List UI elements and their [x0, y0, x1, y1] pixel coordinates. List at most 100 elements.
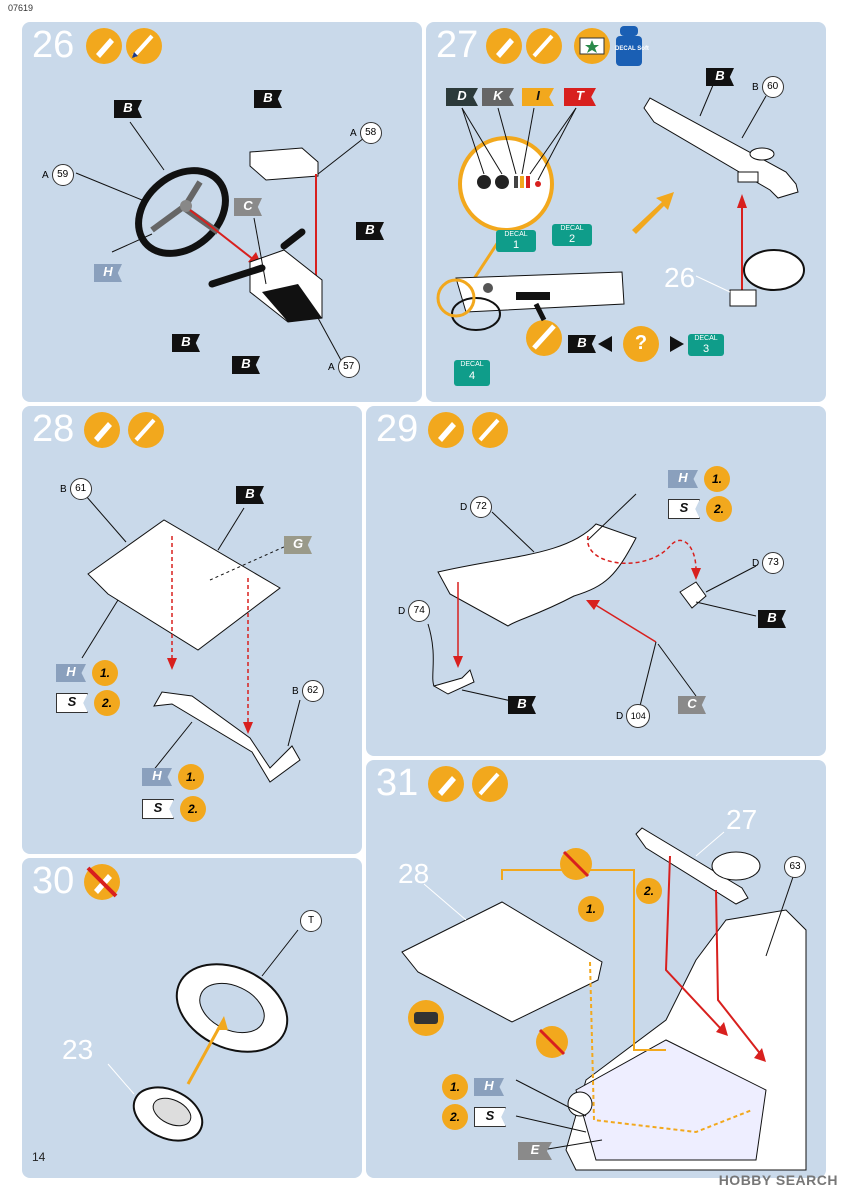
no-glue-icon: [84, 864, 120, 900]
step-number: 27: [436, 24, 479, 66]
ref-part-23: 23: [62, 1034, 94, 1065]
step-31-drawing: [401, 766, 807, 1171]
option-number: 1.: [442, 1074, 468, 1100]
flag-b: B: [706, 68, 734, 86]
step-27-drawing: [436, 26, 805, 362]
step-31-panel: 31: [366, 760, 826, 1178]
option-h-1: H 1.: [668, 466, 730, 492]
step-27-panel: 27: [426, 22, 826, 402]
decal-number: 2: [568, 233, 576, 245]
flag-b: B: [114, 100, 142, 118]
product-code: 07619: [8, 3, 34, 13]
option-number: 1.: [178, 764, 204, 790]
decal-tag-4: DECAL 4: [454, 360, 490, 386]
step-number: 26: [32, 24, 75, 66]
decal-tag-1: DECAL 1: [496, 230, 536, 252]
callout-t: T: [300, 910, 322, 932]
callout-prefix: A: [42, 169, 49, 181]
flag-s: S: [56, 693, 88, 713]
callout-a58: A 58: [350, 122, 382, 144]
watermark: HOBBY SEARCH: [718, 1172, 838, 1188]
callout-a59: A 59: [42, 164, 74, 186]
flag-e: E: [518, 1142, 552, 1160]
no-glue-icon: [560, 848, 592, 880]
callout-number: 74: [408, 600, 431, 622]
callout-b60: B 60: [752, 76, 784, 98]
glue-icon: [86, 28, 122, 64]
step-29-drawing: [427, 412, 757, 715]
ref-part-28: 28: [398, 858, 430, 889]
glue-icon: [486, 28, 522, 64]
paint-icon: [526, 28, 562, 64]
callout-number: 59: [51, 164, 74, 186]
flag-b: B: [356, 222, 384, 240]
callout-number: 57: [337, 356, 360, 378]
callout-prefix: A: [328, 361, 335, 373]
option-number: 2.: [180, 796, 206, 822]
wheel-rim-part: [132, 1086, 204, 1142]
callout-prefix: A: [350, 127, 357, 139]
step-number: 31: [376, 762, 419, 804]
option-number: 1.: [92, 660, 118, 686]
callout-d104: D 104: [616, 704, 651, 728]
decal-soft-bottle-icon: [616, 26, 642, 66]
step-30-panel: 30 T 23: [22, 858, 362, 1178]
decal-tag-2: DECAL 2: [552, 224, 592, 246]
tape-icon: [408, 1000, 444, 1036]
callout-prefix: B: [60, 483, 67, 495]
set-label: DECAL Soft: [615, 46, 649, 52]
callout-d72: D 72: [460, 496, 493, 518]
decal-label: DECAL: [560, 225, 584, 232]
callout-number: 104: [626, 704, 651, 728]
option-question-icon: [623, 326, 659, 362]
page-number: 14: [32, 1150, 46, 1164]
flag-g: G: [284, 536, 312, 554]
paint-icon: [126, 28, 162, 64]
question-mark: ?: [634, 332, 648, 354]
callout-number: 61: [69, 478, 92, 500]
decal-number: 1: [512, 239, 520, 251]
callout-prefix: B: [292, 685, 299, 697]
callout-a57: A 57: [328, 356, 360, 378]
step-28-panel: 28 B 61 B 62 B G H 1. S 2. H: [22, 406, 362, 854]
no-glue-icon: [536, 1026, 568, 1058]
callout-number: 60: [761, 76, 784, 98]
part-74: [432, 669, 475, 695]
part-72: [437, 523, 637, 627]
callout-prefix: D: [752, 557, 760, 569]
flag-c: C: [234, 198, 262, 216]
paint-icon: [472, 412, 508, 448]
callout-prefix: B: [752, 81, 759, 93]
step-29-panel: 29 D 72 D 73 D 74 D 104: [366, 406, 826, 756]
dashboard-part: [451, 271, 625, 331]
color-flag-k: K: [482, 88, 514, 106]
step-28-drawing: [81, 412, 301, 783]
flag-b: B: [236, 486, 264, 504]
ref-part-27: 27: [726, 804, 758, 835]
decal-number: 3: [702, 343, 710, 355]
callout-prefix: D: [398, 605, 406, 617]
flag-h: H: [668, 470, 698, 488]
decal-label: DECAL: [504, 231, 528, 238]
step-26-panel: 26 A 59: [22, 22, 422, 402]
option-h-1: 1. H: [442, 1074, 504, 1100]
option-s-2: S 2.: [142, 796, 206, 822]
car-body: [565, 909, 807, 1171]
flag-b: B: [508, 696, 536, 714]
step-number: 28: [32, 408, 75, 450]
option-number: 2.: [706, 496, 732, 522]
flag-s: S: [142, 799, 174, 819]
color-flag-i: I: [522, 88, 554, 106]
option-h-1: H 1.: [142, 764, 204, 790]
option-s-2: 2. S: [442, 1104, 506, 1130]
callout-number: 73: [762, 552, 785, 574]
callout-prefix: D: [616, 710, 624, 722]
paint-icon: [128, 412, 164, 448]
flag-h: H: [474, 1078, 504, 1096]
part-57: [208, 228, 323, 323]
part-27-dashboard: [635, 827, 761, 905]
option-h-1: H 1.: [56, 660, 118, 686]
flag-h: H: [56, 664, 86, 682]
steering-assembly: [729, 249, 805, 307]
part-28-hood: [401, 901, 603, 1023]
